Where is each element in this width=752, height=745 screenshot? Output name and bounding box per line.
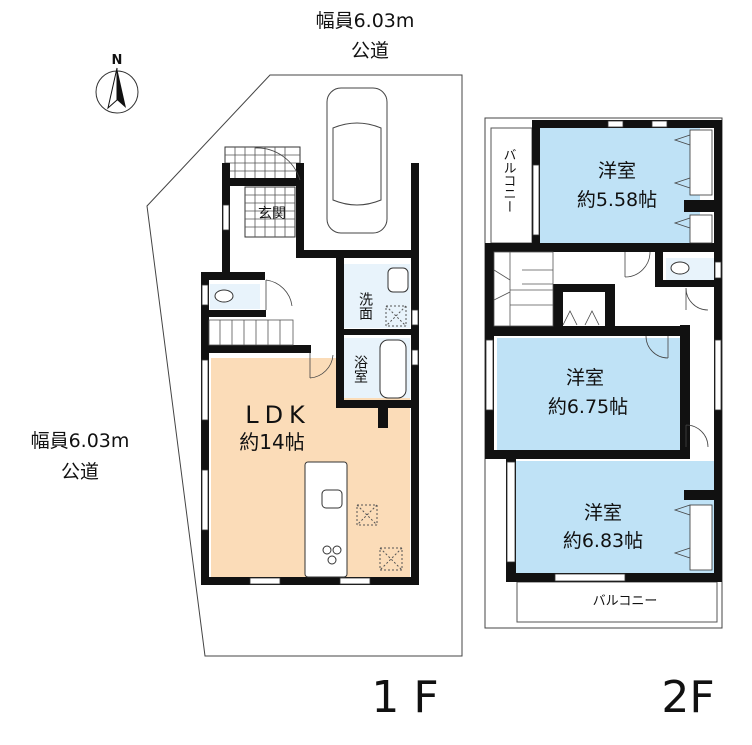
entrance-label: 玄関 — [258, 205, 286, 222]
top-road-type: 公道 — [351, 40, 389, 62]
car-icon — [326, 87, 388, 234]
room-2-size: 約6.75帖 — [548, 396, 628, 418]
sink-icon — [387, 267, 409, 293]
room-1-name: 洋室 — [598, 160, 636, 182]
compass-label: N — [112, 53, 123, 68]
ldk-name: LDK — [245, 401, 311, 429]
room-3-floor — [515, 461, 715, 575]
floor2-plan: バルコニー バルコニー 洋室 約5.58帖 洋室 約6.75帖 洋室 約6.83… — [484, 117, 723, 723]
balcony-bottom — [516, 581, 718, 623]
top-road-width: 幅員6.03m — [316, 10, 415, 32]
north-compass-icon: N — [95, 53, 139, 114]
floor1-windows — [201, 204, 419, 585]
floor1-stairs — [208, 319, 294, 346]
floor2-windows — [485, 120, 722, 582]
floor1-doors — [254, 147, 334, 379]
floor2-doors — [624, 251, 709, 448]
room-1-size: 約5.58帖 — [577, 189, 657, 211]
left-road-width: 幅員6.03m — [31, 430, 130, 452]
room-3-size: 約6.83帖 — [563, 530, 643, 552]
room-1-floor — [540, 128, 700, 243]
floor2-label: 2F — [661, 672, 714, 723]
room-3-name: 洋室 — [584, 502, 622, 524]
floor2-stairs — [493, 251, 554, 327]
bathroom-label: 浴室 — [352, 355, 368, 383]
room-2-floor — [497, 338, 680, 450]
balcony-side — [490, 127, 533, 244]
porch-tiles — [224, 146, 301, 238]
ldk-size: 約14帖 — [239, 430, 304, 454]
toilet-icon — [214, 289, 234, 303]
left-road-type: 公道 — [61, 461, 99, 483]
kitchen-counter — [304, 461, 348, 578]
floor1-label: 1F — [371, 672, 452, 723]
fridge-space — [356, 305, 407, 571]
closet-doors — [562, 134, 691, 559]
toilet2-icon — [670, 261, 690, 275]
balcony-side-label: バルコニー — [501, 148, 517, 213]
bathtub-icon — [379, 339, 407, 399]
washroom-label: 洗面 — [357, 292, 373, 320]
room-2-name: 洋室 — [566, 367, 604, 389]
site-boundary — [146, 74, 463, 657]
floor1-plan: 玄関 洗面 浴室 LDK 約14帖 1F — [146, 74, 463, 723]
balcony-bottom-label: バルコニー — [593, 594, 658, 609]
